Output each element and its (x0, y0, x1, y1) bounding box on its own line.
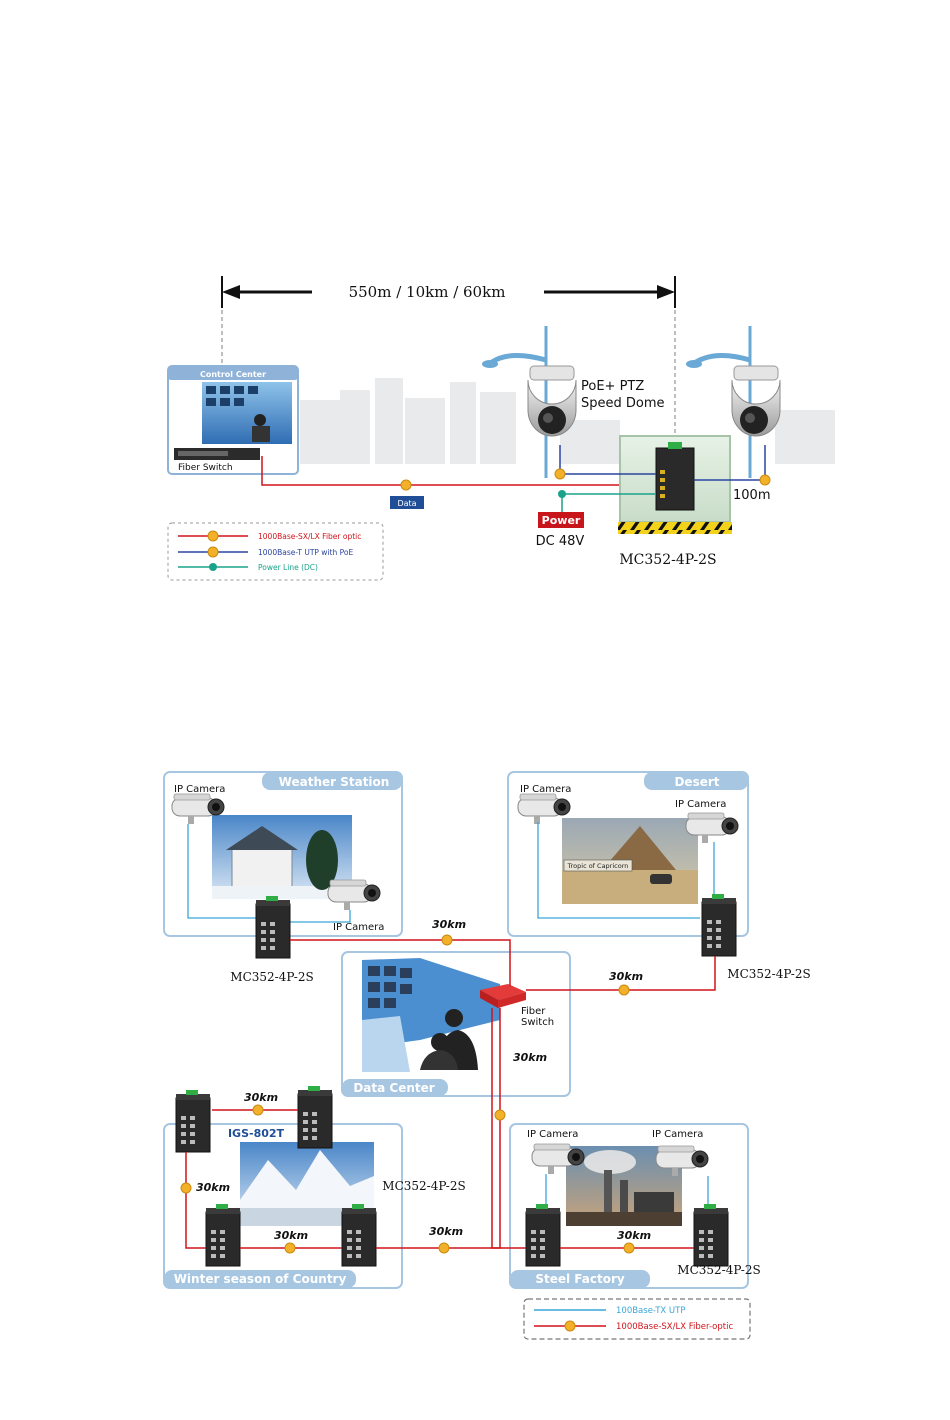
weather-station-title: Weather Station (279, 775, 390, 789)
ptz-dome-camera-right (686, 326, 781, 478)
steel-factory-title: Steel Factory (535, 1272, 625, 1286)
fiber-marker (400, 479, 412, 491)
data-center-panel (341, 951, 571, 1097)
sf-ip-camera-2: IP Camera (652, 1129, 703, 1140)
desert-sign-text: Tropic of Capricorn (567, 862, 629, 870)
desert-ip-camera-1: IP Camera (520, 784, 571, 795)
camera-label-line1: PoE+ PTZ (581, 379, 644, 394)
dist-winter-sf: 30km (429, 1225, 463, 1238)
legend-label-fiber: 1000Base-SX/LX Fiber optic (258, 532, 361, 541)
control-center-box (167, 365, 299, 475)
data-badge (390, 496, 424, 509)
winter-panel (163, 1085, 403, 1289)
dist-winter-top: 30km (244, 1091, 278, 1104)
sf-ip-camera-1: IP Camera (527, 1129, 578, 1140)
control-center-title: Control Center (200, 370, 266, 379)
distance-arrow (221, 276, 676, 440)
sf-model-label: MC352-4P-2S (677, 1263, 760, 1277)
diagram-1: 550m / 10km / 60km (167, 276, 835, 581)
desert-panel (507, 771, 749, 957)
poe-marker-left (554, 468, 566, 480)
city-skyline (300, 378, 835, 464)
ws-model-label: MC352-4P-2S (230, 970, 313, 984)
power-badge (538, 512, 584, 528)
fiber-optic-line (261, 456, 658, 486)
weather-station-panel (163, 771, 403, 959)
mc352-switch (655, 442, 695, 511)
legend-label-utp: 1000Base-T UTP with PoE (258, 548, 353, 557)
legend-box-2 (523, 1298, 751, 1340)
fiber-switch-line1: Fiber (521, 1006, 546, 1017)
poe-marker-right (759, 474, 771, 486)
desert-model-label: MC352-4P-2S (727, 967, 810, 981)
data-center-title: Data Center (353, 1081, 434, 1095)
steel-factory-panel (509, 1123, 749, 1289)
desert-ip-camera-2: IP Camera (675, 799, 726, 810)
dist-desert-dc: 30km (609, 970, 643, 983)
power-label: Power (542, 514, 581, 527)
dist-dc-down: 30km (513, 1051, 547, 1064)
dc-voltage-label: DC 48V (536, 534, 585, 549)
distance-label: 550m / 10km / 60km (349, 283, 506, 301)
winter-model-label: MC352-4P-2S (382, 1179, 465, 1193)
legend2-label-fiber: 1000Base-SX/LX Fiber-optic (616, 1322, 733, 1332)
desert-title: Desert (674, 775, 719, 789)
ws-ip-camera-1: IP Camera (174, 784, 225, 795)
dist-winter-bottom: 30km (274, 1229, 308, 1242)
legend-box (167, 522, 384, 581)
dist-sf-bottom: 30km (617, 1229, 651, 1242)
legend2-label-utp: 100Base-TX UTP (616, 1306, 685, 1316)
fiber-switch-line2: Switch (521, 1017, 554, 1028)
data-label: Data (397, 499, 416, 508)
fiber-switch-label: Fiber Switch (178, 463, 233, 473)
ws-ip-camera-2: IP Camera (333, 922, 384, 933)
model-label: MC352-4P-2S (619, 552, 716, 568)
distance-100m: 100m (733, 488, 770, 503)
ptz-dome-camera-left (482, 326, 577, 478)
legend-label-power: Power Line (DC) (258, 563, 318, 572)
dist-winter-left: 30km (196, 1181, 230, 1194)
winter-title: Winter season of Country (174, 1272, 347, 1286)
igs-802t-label: IGS-802T (228, 1127, 285, 1140)
diagram-2: Weather Station IP Camera IP Camera MC35… (163, 771, 811, 1340)
dist-ws-dc: 30km (432, 918, 466, 931)
power-marker (558, 490, 566, 498)
camera-label-line2: Speed Dome (581, 396, 665, 411)
